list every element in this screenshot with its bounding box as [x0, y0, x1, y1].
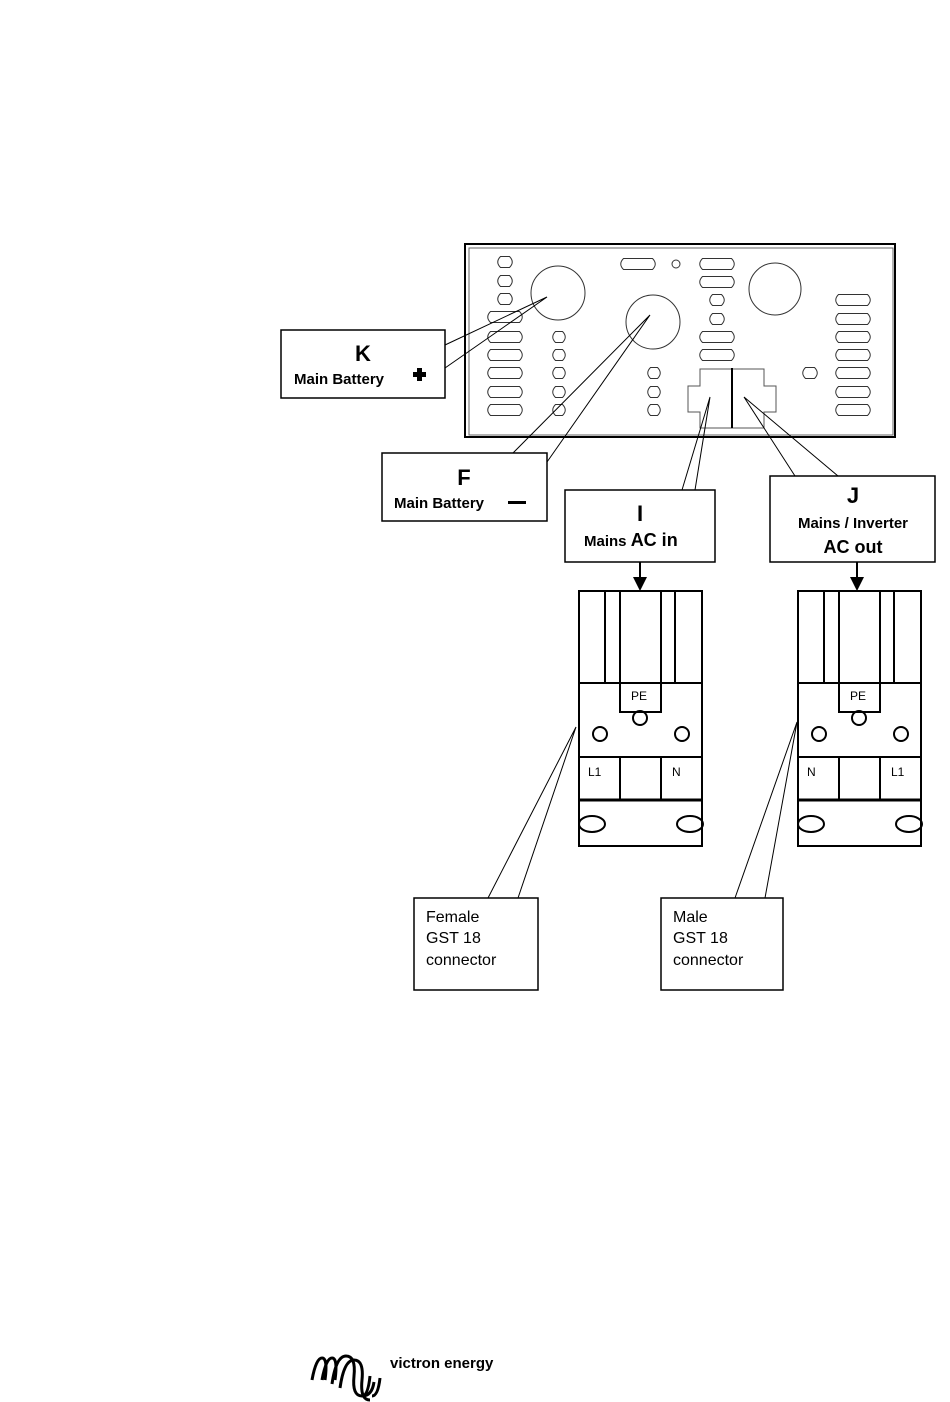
terminal-label-left: L1 — [588, 765, 602, 779]
label-F-text: Main Battery — [394, 495, 485, 512]
mount-hole — [579, 816, 605, 832]
male-label-2: GST 18 — [673, 930, 728, 947]
vent-slot — [488, 350, 523, 361]
terminal-label-right: L1 — [891, 765, 905, 779]
vent-slot — [700, 277, 735, 288]
arrow-down-icon — [633, 577, 647, 591]
vent-slot — [700, 259, 735, 270]
vent-slot — [710, 295, 725, 306]
pin-hole — [894, 727, 908, 741]
label-I-letter: I — [637, 501, 643, 526]
vent-slot — [498, 276, 513, 287]
vent-slot — [836, 295, 871, 306]
label-J-text2: AC out — [824, 537, 883, 557]
terminal-label-right: N — [672, 765, 681, 779]
vent-slot — [553, 368, 566, 379]
vent-slot — [836, 405, 871, 416]
vent-slot — [553, 350, 566, 361]
pin-hole — [675, 727, 689, 741]
female-label-3: connector — [426, 952, 497, 969]
vent-slot — [488, 387, 523, 398]
victron-logo: victron energy — [312, 1355, 494, 1400]
female-connector: PE L1 N — [579, 591, 703, 846]
vent-slot — [648, 368, 661, 379]
vent-slot — [836, 332, 871, 343]
vent-slot — [488, 405, 523, 416]
vent-slot — [803, 368, 818, 379]
pin-hole — [593, 727, 607, 741]
label-J-text: Mains / Inverter — [798, 515, 908, 532]
pe-label: PE — [850, 689, 866, 703]
label-K-letter: K — [355, 341, 371, 366]
arrow-down-icon — [850, 577, 864, 591]
vent-slot — [836, 368, 871, 379]
vent-slot — [553, 332, 566, 343]
mount-hole — [896, 816, 922, 832]
vent-slot — [498, 257, 513, 268]
vent-slot — [710, 314, 725, 325]
terminal-label-left: N — [807, 765, 816, 779]
vent-slot — [553, 387, 566, 398]
inverter-panel — [465, 244, 895, 437]
label-K-text: Main Battery — [294, 371, 385, 388]
plus-icon — [413, 368, 426, 381]
pin-hole — [633, 711, 647, 725]
vent-slot — [488, 368, 523, 379]
label-F-letter: F — [457, 465, 470, 490]
minus-icon — [508, 501, 526, 504]
vent-slot — [700, 350, 735, 361]
pin-hole — [812, 727, 826, 741]
female-label-2: GST 18 — [426, 930, 481, 947]
vent-slot — [648, 387, 661, 398]
pe-label: PE — [631, 689, 647, 703]
vent-slot — [488, 332, 523, 343]
logo-text: victron energy — [390, 1355, 494, 1372]
vent-slot — [498, 294, 513, 305]
male-label-1: Male — [673, 909, 708, 926]
label-I-text: Mains AC in — [584, 530, 678, 550]
vent-slot — [836, 387, 871, 398]
label-J-letter: J — [847, 483, 859, 508]
vent-slot — [621, 259, 656, 270]
mount-hole — [677, 816, 703, 832]
vent-slot — [836, 350, 871, 361]
male-connector: PE N L1 — [798, 591, 922, 846]
pin-hole — [852, 711, 866, 725]
mount-hole — [798, 816, 824, 832]
vent-slot — [700, 332, 735, 343]
vent-slot — [836, 314, 871, 325]
vent-slot — [648, 405, 661, 416]
male-label-3: connector — [673, 952, 744, 969]
female-label-1: Female — [426, 909, 479, 926]
